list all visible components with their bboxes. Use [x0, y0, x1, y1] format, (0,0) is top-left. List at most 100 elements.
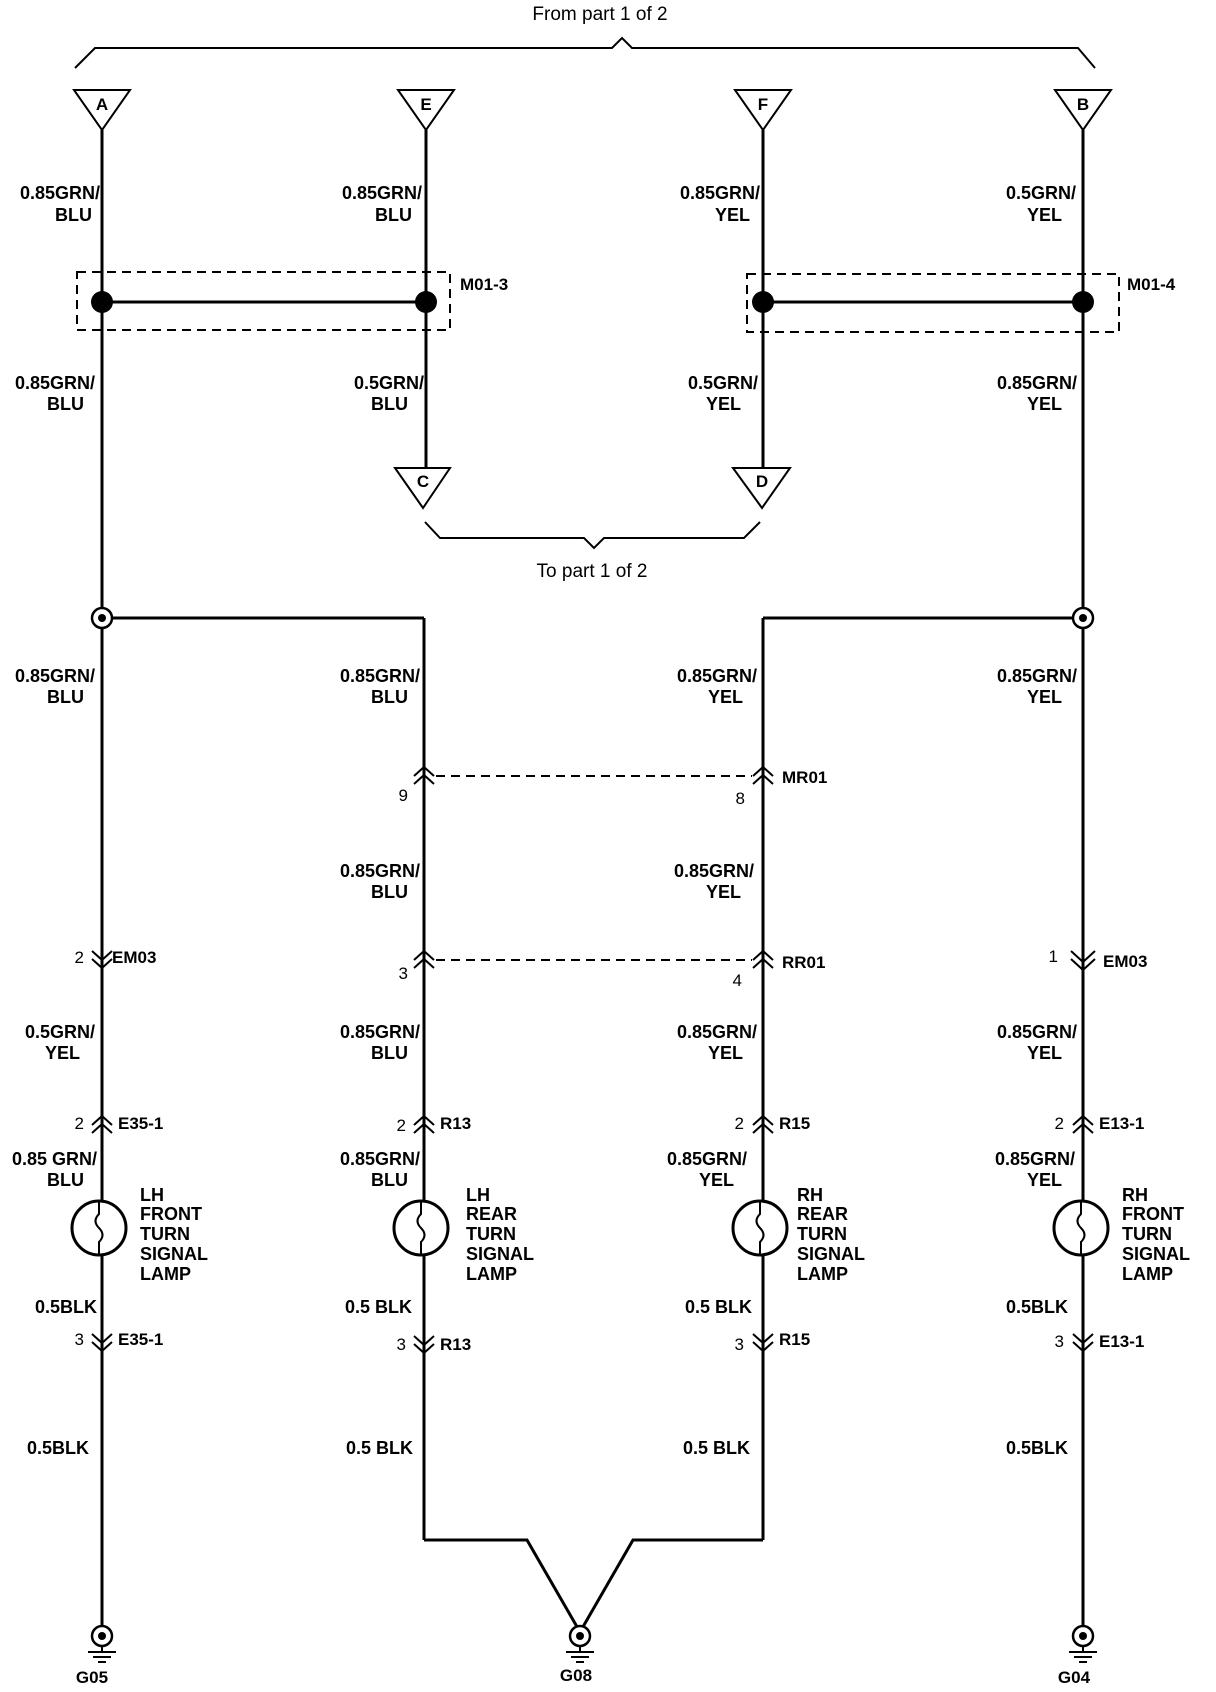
wire-label-c4-r4: 0.85GRN/: [995, 1149, 1075, 1169]
wire-color-f-top: YEL: [715, 205, 750, 225]
svg-text:E13-1: E13-1: [1099, 1114, 1144, 1133]
wire-color-c4-r4: YEL: [1027, 1170, 1062, 1190]
svg-text:G05: G05: [76, 1668, 108, 1687]
svg-text:E13-1: E13-1: [1099, 1332, 1144, 1351]
lamp-label-lh-front: LH FRONT TURN SIGNAL LAMP: [140, 1185, 208, 1284]
wire-color-c3-r4: YEL: [699, 1170, 734, 1190]
wire-label-c2-r4: 0.85GRN/: [340, 1149, 420, 1169]
wire-label-c3-r4: 0.85GRN/: [667, 1149, 747, 1169]
svg-text:TURN: TURN: [797, 1224, 847, 1244]
connector-e35-1-bottom: 3 E35-1: [75, 1330, 163, 1353]
from-brace: [74, 36, 1096, 69]
wire-label-c2-r5: 0.5 BLK: [345, 1297, 412, 1317]
svg-text:R15: R15: [779, 1114, 810, 1133]
wire-label-c1-r3: 0.5GRN/: [25, 1022, 95, 1042]
wire-label-a-mid: 0.85GRN/: [15, 373, 95, 393]
splice-m01-4: M01-4: [746, 273, 1176, 333]
wire-label-c1-r6: 0.5BLK: [27, 1438, 89, 1458]
svg-text:F: F: [758, 95, 768, 114]
wire-label-c2-r2: 0.85GRN/: [340, 861, 420, 881]
connector-d: D: [731, 467, 792, 510]
svg-text:TURN: TURN: [1122, 1224, 1172, 1244]
wire-label-c2-r6: 0.5 BLK: [346, 1438, 413, 1458]
svg-text:RH: RH: [1122, 1185, 1148, 1205]
svg-text:LAMP: LAMP: [797, 1264, 848, 1284]
rh-front-turn-lamp-icon: [1052, 1199, 1110, 1257]
wire-label-c4-r3: 0.85GRN/: [997, 1022, 1077, 1042]
wire-color-c1-r3: YEL: [45, 1043, 80, 1063]
svg-text:9: 9: [399, 786, 408, 805]
connector-em03-right: 1 EM03: [1049, 947, 1147, 972]
svg-text:REAR: REAR: [797, 1204, 848, 1224]
wire-label-c3-r3: 0.85GRN/: [677, 1022, 757, 1042]
svg-text:B: B: [1077, 95, 1089, 114]
ground-g04-icon: G04: [1058, 1624, 1097, 1687]
connector-a: A: [72, 89, 132, 132]
wire-label-c3-r6: 0.5 BLK: [683, 1438, 750, 1458]
wire-label-c3-r2: 0.85GRN/: [674, 861, 754, 881]
wire-color-c3-r3: YEL: [708, 1043, 743, 1063]
ground-g05-icon: G05: [76, 1624, 116, 1687]
wire-rear-ground-join: [424, 1538, 763, 1636]
svg-text:SIGNAL: SIGNAL: [140, 1244, 208, 1264]
wire-label-c4-r1: 0.85GRN/: [997, 666, 1077, 686]
svg-text:LAMP: LAMP: [466, 1264, 517, 1284]
svg-text:RR01: RR01: [782, 953, 825, 972]
svg-text:E: E: [420, 95, 431, 114]
wire-label-c1-r1: 0.85GRN/: [15, 666, 95, 686]
svg-text:2: 2: [1055, 1114, 1064, 1133]
wire-color-c4-r3: YEL: [1027, 1043, 1062, 1063]
splice-m01-3: M01-3: [76, 271, 508, 331]
svg-text:FRONT: FRONT: [140, 1204, 202, 1224]
wire-color-e-top: BLU: [375, 205, 412, 225]
svg-text:4: 4: [733, 971, 742, 990]
svg-text:LH: LH: [140, 1185, 164, 1205]
svg-text:2: 2: [397, 1116, 406, 1135]
wire-color-c2-r1: BLU: [371, 687, 408, 707]
wire-color-c2-r2: BLU: [371, 882, 408, 902]
from-part-label: From part 1 of 2: [532, 4, 667, 25]
wire-label-e-mid: 0.5GRN/: [354, 373, 424, 393]
to-part-label: To part 1 of 2: [537, 561, 648, 582]
svg-text:SIGNAL: SIGNAL: [1122, 1244, 1190, 1264]
connector-mr01: 9 8 MR01: [399, 765, 827, 808]
svg-text:1: 1: [1049, 947, 1058, 966]
wire-color-c1-r1: BLU: [47, 687, 84, 707]
svg-text:EM03: EM03: [1103, 952, 1147, 971]
wire-color-c2-r3: BLU: [371, 1043, 408, 1063]
svg-text:R13: R13: [440, 1335, 471, 1354]
svg-text:G08: G08: [560, 1666, 592, 1685]
svg-text:EM03: EM03: [112, 948, 156, 967]
ground-g08-icon: G08: [560, 1624, 594, 1685]
wire-label-c1-r5: 0.5BLK: [35, 1297, 97, 1317]
svg-text:MR01: MR01: [782, 768, 827, 787]
svg-text:M01-4: M01-4: [1127, 275, 1176, 294]
svg-text:C: C: [417, 472, 429, 491]
svg-text:SIGNAL: SIGNAL: [466, 1244, 534, 1264]
svg-text:R13: R13: [440, 1114, 471, 1133]
connector-r13-bottom: 3 R13: [397, 1335, 471, 1355]
svg-text:A: A: [96, 95, 108, 114]
connector-em03-left: 2 EM03: [75, 948, 156, 970]
svg-text:SIGNAL: SIGNAL: [797, 1244, 865, 1264]
svg-text:3: 3: [399, 964, 408, 983]
svg-text:TURN: TURN: [140, 1224, 190, 1244]
svg-text:3: 3: [397, 1335, 406, 1354]
wire-label-a-top: 0.85GRN/: [20, 183, 100, 203]
svg-text:3: 3: [1055, 1332, 1064, 1351]
wire-color-a-top: BLU: [55, 205, 92, 225]
svg-text:LAMP: LAMP: [140, 1264, 191, 1284]
svg-text:REAR: REAR: [466, 1204, 517, 1224]
lamp-label-rh-front: RH FRONT TURN SIGNAL LAMP: [1122, 1185, 1190, 1284]
connector-rr01: 3 4 RR01: [399, 949, 825, 990]
wire-color-c2-r4: BLU: [371, 1170, 408, 1190]
wire-label-c3-r1: 0.85GRN/: [677, 666, 757, 686]
rh-rear-turn-lamp-icon: [731, 1199, 789, 1257]
wire-color-b-mid: YEL: [1027, 394, 1062, 414]
wire-label-f-mid: 0.5GRN/: [688, 373, 758, 393]
wire-color-b-top: YEL: [1027, 205, 1062, 225]
connector-e: E: [396, 89, 456, 132]
wire-label-e-top: 0.85GRN/: [342, 183, 422, 203]
svg-text:3: 3: [735, 1335, 744, 1354]
